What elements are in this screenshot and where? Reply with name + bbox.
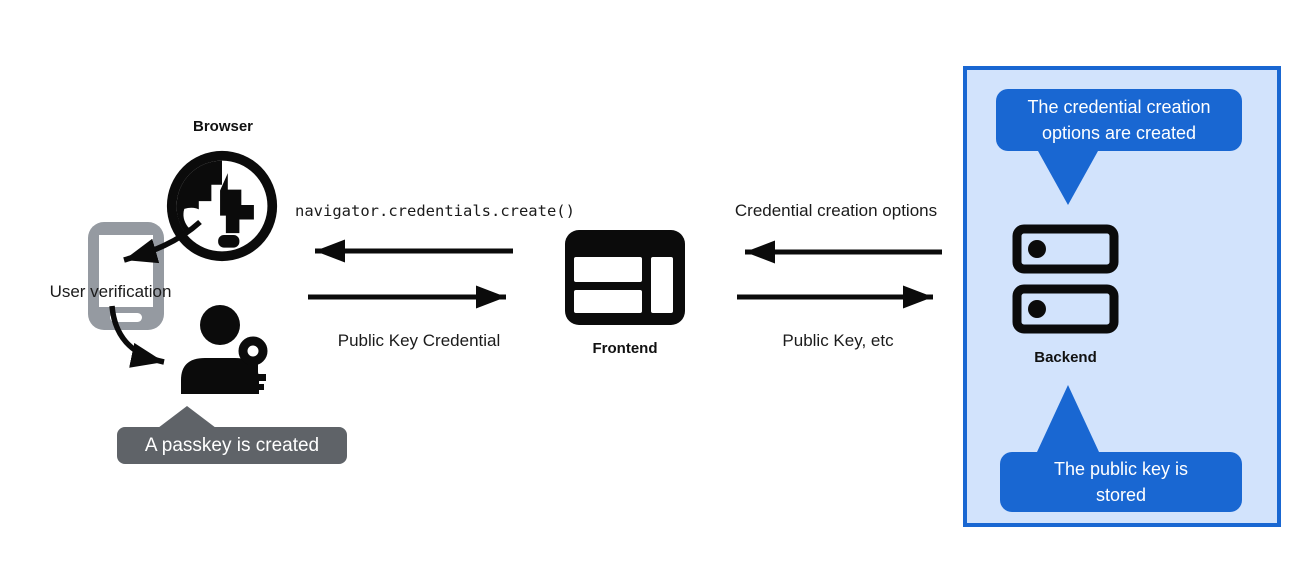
key-stored-text: The public key is stored <box>1053 459 1189 505</box>
key-stored-callout-pointer <box>1037 385 1099 452</box>
options-created-text: The credential creation options are crea… <box>1027 97 1211 143</box>
key-stem <box>248 360 266 394</box>
frontend-node-label: Frontend <box>592 340 658 357</box>
key-ring <box>238 336 268 366</box>
public-key-credential-label: Public Key Credential <box>337 331 501 350</box>
credential-creation-options-label: Credential creation options <box>734 201 938 220</box>
smartphone-icon <box>88 222 164 330</box>
globe-icon <box>166 150 278 262</box>
person-head <box>200 305 240 345</box>
passkey-callout-pointer <box>158 406 216 428</box>
backend-node-label: Backend <box>1034 349 1097 366</box>
window-row-1 <box>574 257 642 282</box>
browser-node-label: Browser <box>192 118 254 135</box>
phone-home-bar <box>110 313 142 322</box>
create-call-label: navigator.credentials.create() <box>295 202 575 220</box>
options-created-callout-pointer <box>1038 151 1098 205</box>
passkey-created-callout: A passkey is created <box>117 427 347 464</box>
server-unit-1 <box>1012 224 1119 274</box>
person-key-icon <box>181 305 268 394</box>
browser-window-icon <box>565 230 685 325</box>
window-side-panel <box>651 257 673 313</box>
person-body <box>181 358 259 394</box>
server-icon <box>1012 224 1119 334</box>
user-verification-label: User verification <box>49 282 172 301</box>
key-stored-callout: The public key is stored <box>1000 452 1242 512</box>
globe-landmass-right <box>220 173 254 234</box>
public-key-etc-label: Public Key, etc <box>782 331 894 350</box>
server-unit-2 <box>1012 284 1119 334</box>
options-created-callout: The credential creation options are crea… <box>996 89 1242 151</box>
window-row-2 <box>574 290 642 313</box>
backend-panel: The credential creation options are crea… <box>963 66 1281 527</box>
